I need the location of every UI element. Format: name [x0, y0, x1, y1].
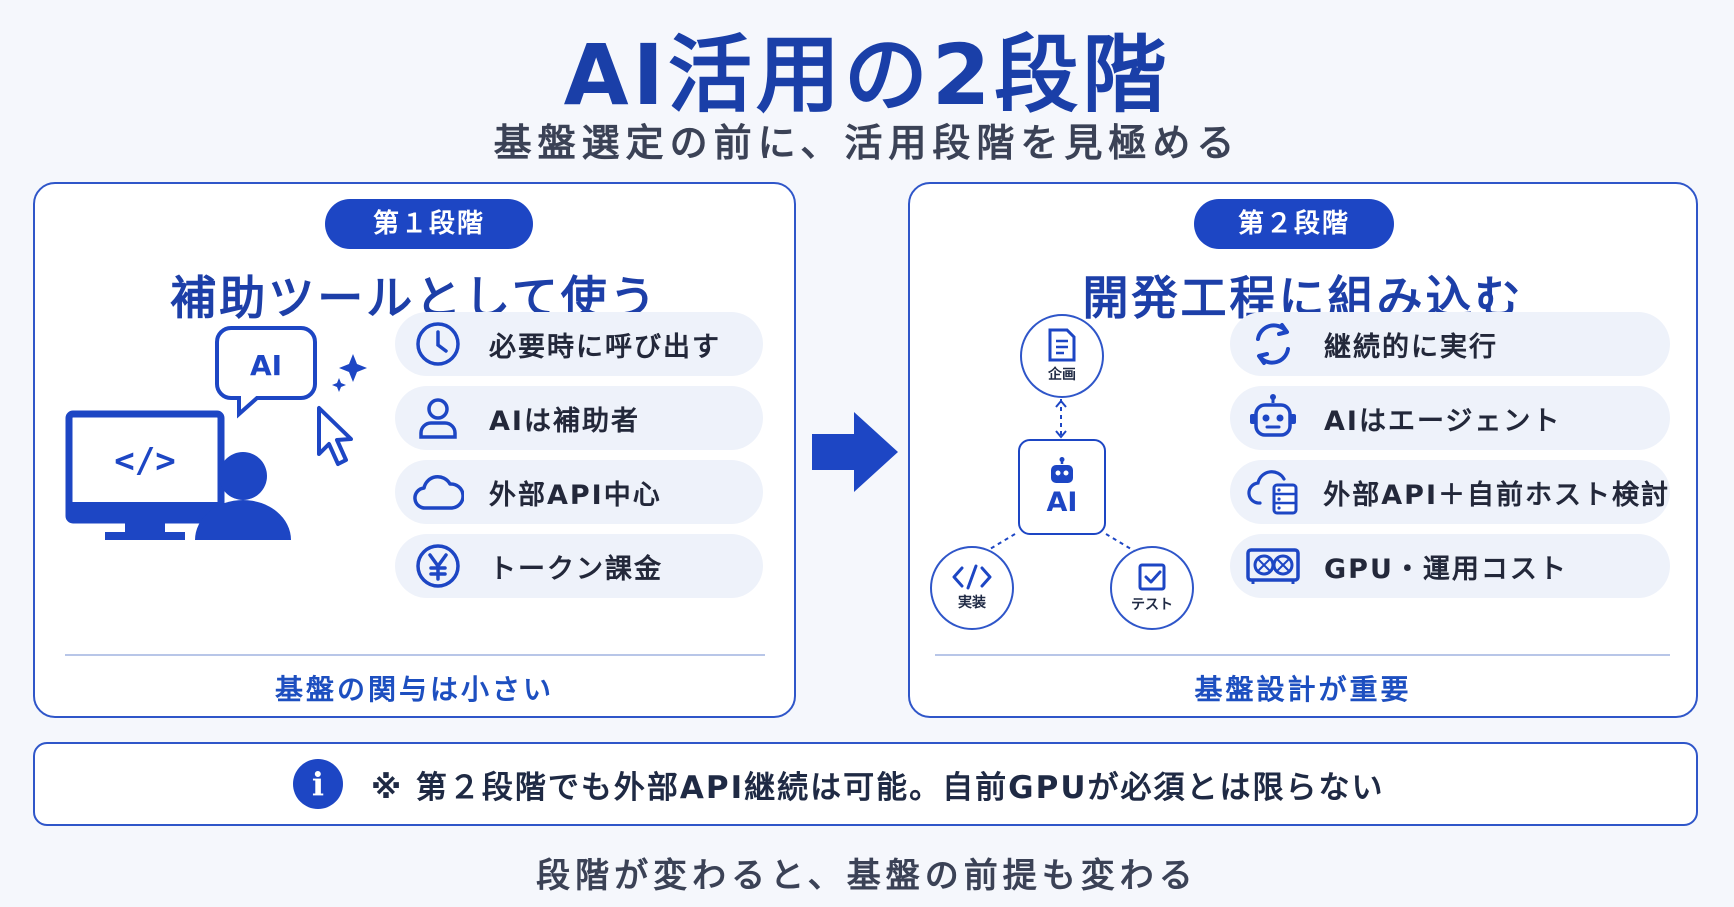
- cloud-server-icon: [1244, 463, 1301, 521]
- code-text: </>: [114, 441, 175, 481]
- diagram-connectors: [974, 399, 1147, 559]
- cursor-icon: [317, 406, 353, 466]
- diagram-node-label: テスト: [1131, 597, 1173, 613]
- gpu-icon: [1244, 537, 1302, 595]
- stage1-item-label: AIは補助者: [489, 405, 640, 437]
- stage1-item-external-api: 外部API中心: [395, 460, 763, 524]
- diagram-node-label: 実装: [958, 595, 986, 611]
- stage1-panel: 第１段階 補助ツールとして使う AI </> 必要時に呼び出す: [33, 182, 796, 718]
- stage2-panel: 第２段階 開発工程に組み込む 企画 AI 実装 テスト 継続的に実: [908, 182, 1698, 718]
- bubble-ai-text: AI: [250, 349, 282, 382]
- stage2-item-hybrid: 外部API＋自前ホスト検討: [1230, 460, 1670, 524]
- monitor-icon: </>: [65, 410, 225, 540]
- robot-icon: [1051, 456, 1073, 483]
- stage2-item-label: 継続的に実行: [1324, 331, 1498, 363]
- stage2-item-continuous: 継続的に実行: [1230, 312, 1670, 376]
- info-icon: i: [293, 759, 343, 809]
- stage2-item-label: GPU・運用コスト: [1324, 553, 1568, 585]
- code-icon: [952, 564, 992, 590]
- stage2-item-agent: AIはエージェント: [1230, 386, 1670, 450]
- diagram-node-plan: 企画: [1020, 314, 1104, 398]
- person-icon: [409, 389, 467, 447]
- checklist-icon: [1138, 563, 1166, 591]
- cloud-icon: [409, 463, 467, 521]
- sparkle-icon: [332, 354, 367, 392]
- cycle-icon: [1244, 315, 1302, 373]
- note-box: i ※ 第２段階でも外部API継続は可能。自前GPUが必須とは限らない: [33, 742, 1698, 826]
- page-subtitle: 基盤選定の前に、活用段階を見極める: [493, 121, 1241, 165]
- yen-icon: [409, 537, 467, 595]
- page-title: AI活用の2段階: [563, 26, 1171, 124]
- ai-speech-bubble-icon: AI: [215, 326, 317, 419]
- note-text: ※ 第２段階でも外部API継続は可能。自前GPUが必須とは限らない: [371, 769, 1385, 806]
- stage2-item-gpu-cost: GPU・運用コスト: [1230, 534, 1670, 598]
- user-silhouette-icon: [195, 452, 291, 540]
- stage2-badge: 第２段階: [1194, 199, 1394, 249]
- stage1-item-ai-assistant: AIは補助者: [395, 386, 763, 450]
- stage2-item-label: AIはエージェント: [1324, 405, 1562, 437]
- stage1-badge: 第１段階: [325, 199, 533, 249]
- workflow-diagram: 企画 AI 実装 テスト: [910, 314, 1210, 644]
- stage1-item-label: トークン課金: [489, 553, 663, 585]
- conclusion-text: 段階が変わると、基盤の前提も変わる: [536, 856, 1198, 896]
- robot-icon: [1244, 389, 1302, 447]
- divider: [65, 654, 765, 656]
- clock-icon: [409, 315, 467, 373]
- diagram-center-label: AI: [1046, 486, 1078, 518]
- computer-user-illustration: AI </>: [65, 326, 367, 540]
- stage1-item-label: 必要時に呼び出す: [489, 331, 721, 363]
- stage1-item-label: 外部API中心: [489, 479, 662, 511]
- stage2-footer: 基盤設計が重要: [1194, 673, 1412, 706]
- diagram-center-ai: AI: [1018, 439, 1106, 535]
- stage2-item-label: 外部API＋自前ホスト検討: [1323, 479, 1670, 511]
- right-arrow-icon: [812, 412, 898, 492]
- stage1-item-token-billing: トークン課金: [395, 534, 763, 598]
- diagram-node-implement: 実装: [930, 546, 1014, 630]
- stage1-item-call-on-demand: 必要時に呼び出す: [395, 312, 763, 376]
- stage1-footer: 基盤の関与は小さい: [274, 673, 554, 706]
- diagram-node-test: テスト: [1110, 546, 1194, 630]
- document-icon: [1048, 328, 1076, 362]
- divider: [935, 654, 1670, 656]
- diagram-node-label: 企画: [1048, 367, 1076, 383]
